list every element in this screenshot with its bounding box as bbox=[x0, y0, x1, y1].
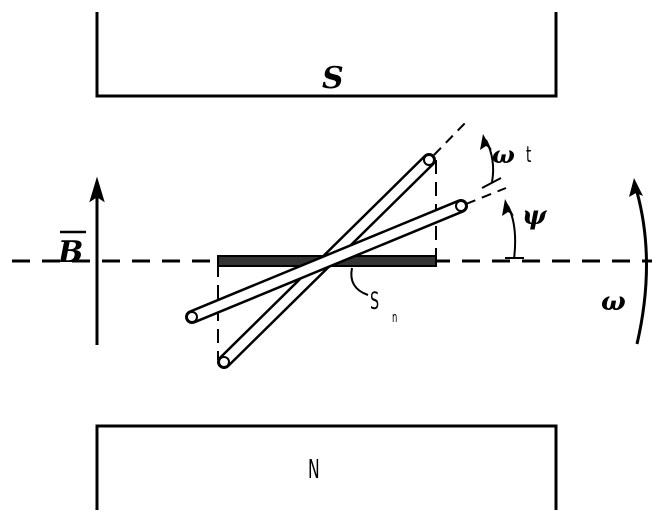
bottom-pole-label: N bbox=[308, 455, 320, 485]
omega-t-time: t bbox=[526, 143, 531, 168]
area-leader-line bbox=[350, 267, 369, 296]
rotation-direction-arrowhead bbox=[629, 178, 643, 197]
omega-t-arc-arrowhead bbox=[480, 134, 492, 150]
area-subscript: n bbox=[392, 309, 397, 326]
top-pole-label: S bbox=[322, 61, 344, 96]
omega-t-arc-tick bbox=[481, 177, 502, 189]
rotation-direction-arc bbox=[635, 191, 648, 345]
magnetic-field-arrowhead bbox=[89, 176, 105, 203]
top-pole-magnet bbox=[95, 12, 558, 98]
coil-rod-shallow bbox=[185, 199, 468, 324]
omega-t-symbol: ω bbox=[492, 140, 515, 169]
field-label: B bbox=[57, 235, 83, 270]
psi-arc-arrowhead bbox=[502, 199, 514, 216]
area-label: S bbox=[370, 287, 379, 315]
omega-t-extension-dashed-line bbox=[433, 119, 469, 156]
bottom-pole-magnet bbox=[95, 424, 558, 510]
angular-velocity-label: ω bbox=[601, 287, 626, 317]
psi-extension-dashed-line bbox=[465, 187, 507, 205]
psi-label: ψ bbox=[522, 201, 548, 231]
